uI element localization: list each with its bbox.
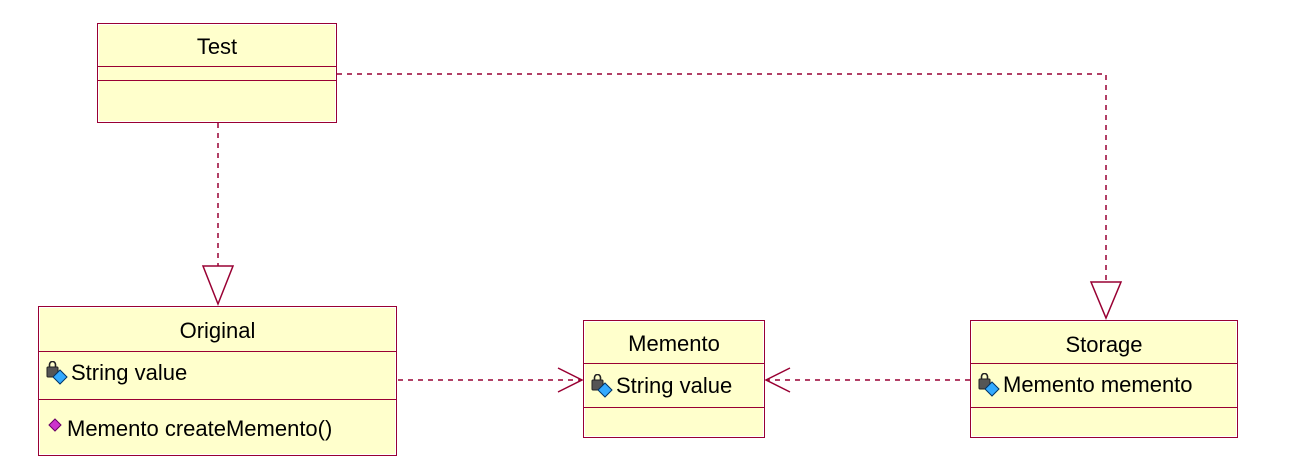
attributes-compartment: String value	[39, 351, 396, 399]
class-storage[interactable]: Storage Memento memento	[970, 320, 1238, 438]
class-original[interactable]: Original String value Memento createMeme…	[38, 306, 397, 456]
attribute-text: String value	[616, 373, 733, 398]
private-attribute-icon	[45, 360, 71, 385]
attributes-compartment: Memento memento	[971, 363, 1237, 407]
private-attribute-icon	[977, 372, 1003, 397]
class-memento[interactable]: Memento String value	[583, 320, 765, 438]
attributes-compartment	[98, 66, 336, 80]
public-operation-icon	[45, 417, 67, 441]
realization-arrowhead-storage	[1089, 281, 1123, 320]
operation-item: Memento createMemento()	[45, 416, 332, 442]
attribute-item: String value	[590, 373, 732, 399]
class-name: Memento	[628, 331, 720, 356]
dependency-arrowhead-memento-right	[764, 367, 791, 393]
attribute-text: Memento memento	[1003, 372, 1193, 397]
class-name: Original	[179, 318, 256, 343]
class-test[interactable]: Test	[97, 23, 337, 123]
private-attribute-icon	[590, 373, 616, 398]
operations-compartment	[584, 407, 764, 437]
attribute-item: String value	[45, 360, 187, 386]
operations-compartment	[98, 80, 336, 122]
attribute-item: Memento memento	[977, 372, 1193, 398]
operation-text: Memento createMemento()	[67, 416, 333, 441]
attribute-text: String value	[71, 360, 188, 385]
class-name: Test	[196, 34, 238, 59]
operations-compartment: Memento createMemento()	[39, 399, 396, 455]
realization-arrowhead-original	[201, 265, 235, 307]
class-name: Storage	[1065, 332, 1143, 357]
edge-test-to-storage	[337, 73, 1107, 282]
attributes-compartment: String value	[584, 363, 764, 407]
operations-compartment	[971, 407, 1237, 437]
dependency-arrowhead-memento-left	[557, 367, 584, 393]
